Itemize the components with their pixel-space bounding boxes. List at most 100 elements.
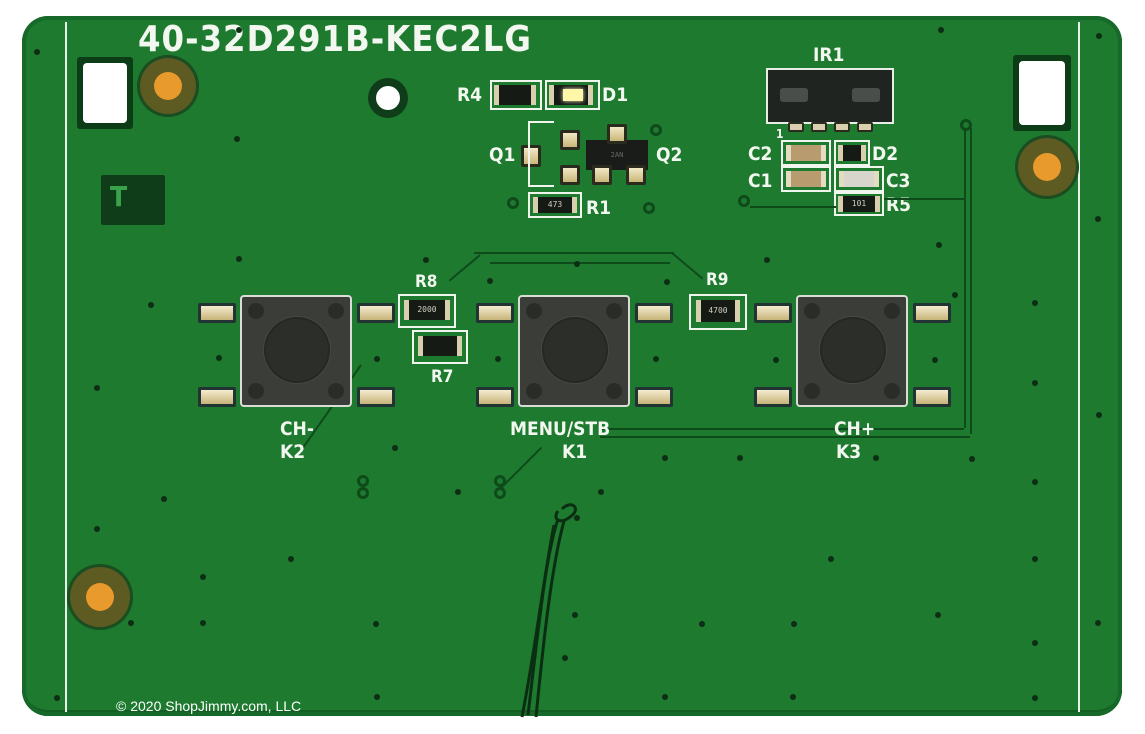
via [148,302,154,308]
via [1095,216,1101,222]
via [455,489,461,495]
switch-pad [357,387,395,407]
label-r4: R4 [457,84,483,106]
via [653,356,659,362]
label-button-k2-function: CH- [280,418,314,440]
via [574,261,580,267]
mounting-hole-bottom-left [70,567,130,627]
test-marker-pad [101,175,165,225]
via [234,136,240,142]
mounting-slot-right [1013,55,1071,131]
resistor-r7 [418,336,462,356]
button-k2-ch-down[interactable] [240,295,352,407]
label-d2: D2 [872,143,899,165]
switch-pad [754,387,792,407]
switch-pad [754,303,792,323]
switch-pad [198,303,236,323]
trace [600,428,964,430]
trace [750,206,836,208]
capacitor-c3 [839,171,879,187]
via [960,119,972,131]
via [1032,640,1038,646]
via [94,385,100,391]
via [699,621,705,627]
c1-outline [781,166,831,192]
via [161,496,167,502]
via [773,357,779,363]
switch-pad [913,387,951,407]
button-k1-menu-stb[interactable] [518,295,630,407]
label-r9: R9 [706,270,729,290]
via [236,256,242,262]
switch-pad [357,303,395,323]
mounting-hole-top-left [140,58,196,114]
via [738,195,750,207]
label-ir-pin1: 1 [776,127,784,141]
via [374,694,380,700]
via [764,257,770,263]
trace [964,128,966,428]
resistor-r8: 2000 [404,300,450,320]
led-d1 [563,89,583,101]
trace [970,128,972,434]
via [828,556,834,562]
d1-outline [545,80,600,110]
switch-pad [913,303,951,323]
label-q2: Q2 [656,144,683,166]
via [494,487,506,499]
via [216,355,222,361]
via [1032,300,1038,306]
switch-pad [198,387,236,407]
via [969,456,975,462]
label-button-k3-function: CH+ [834,418,876,440]
via [54,695,60,701]
ir-pin [811,122,827,132]
via [664,279,670,285]
label-ir1: IR1 [813,44,845,66]
trace [600,436,970,438]
via [1032,556,1038,562]
label-r5: R5 [886,194,912,216]
part-number-label: 40-32D291B-KEC2LG [138,19,532,60]
via [790,694,796,700]
switch-pad [635,303,673,323]
resistor-r9: 4700 [696,300,740,322]
resistor-r4 [494,85,536,105]
label-button-k2-ref: K2 [280,441,306,463]
via [494,475,506,487]
via [572,612,578,618]
via [1032,380,1038,386]
label-d1: D1 [602,84,629,106]
resistor-r1: 473 [533,197,577,213]
via [392,445,398,451]
label-c2: C2 [748,143,773,165]
label-r7: R7 [431,367,454,387]
switch-pad [635,387,673,407]
mounting-slot-left [77,57,133,129]
via [562,655,568,661]
via [952,292,958,298]
r8-outline [398,294,456,328]
button-k3-ch-up[interactable] [796,295,908,407]
mounting-hole-top-right [1018,138,1076,196]
via [200,620,206,626]
label-button-k1-function: MENU/STB [510,418,611,440]
via [487,278,493,284]
capacitor-c1 [786,171,826,187]
via [373,621,379,627]
via [598,489,604,495]
test-marker-label: T [110,180,128,213]
via [423,257,429,263]
ir-receiver [766,68,894,124]
resistor-r5: 101 [838,196,880,212]
via [791,621,797,627]
q1-outline [528,121,554,187]
switch-pad [476,387,514,407]
r7-outline [412,330,468,364]
label-c3: C3 [886,170,911,192]
c3-outline [834,166,884,192]
trace [474,252,674,254]
q1-pad [521,145,541,167]
via [737,455,743,461]
label-q1: Q1 [489,144,516,166]
